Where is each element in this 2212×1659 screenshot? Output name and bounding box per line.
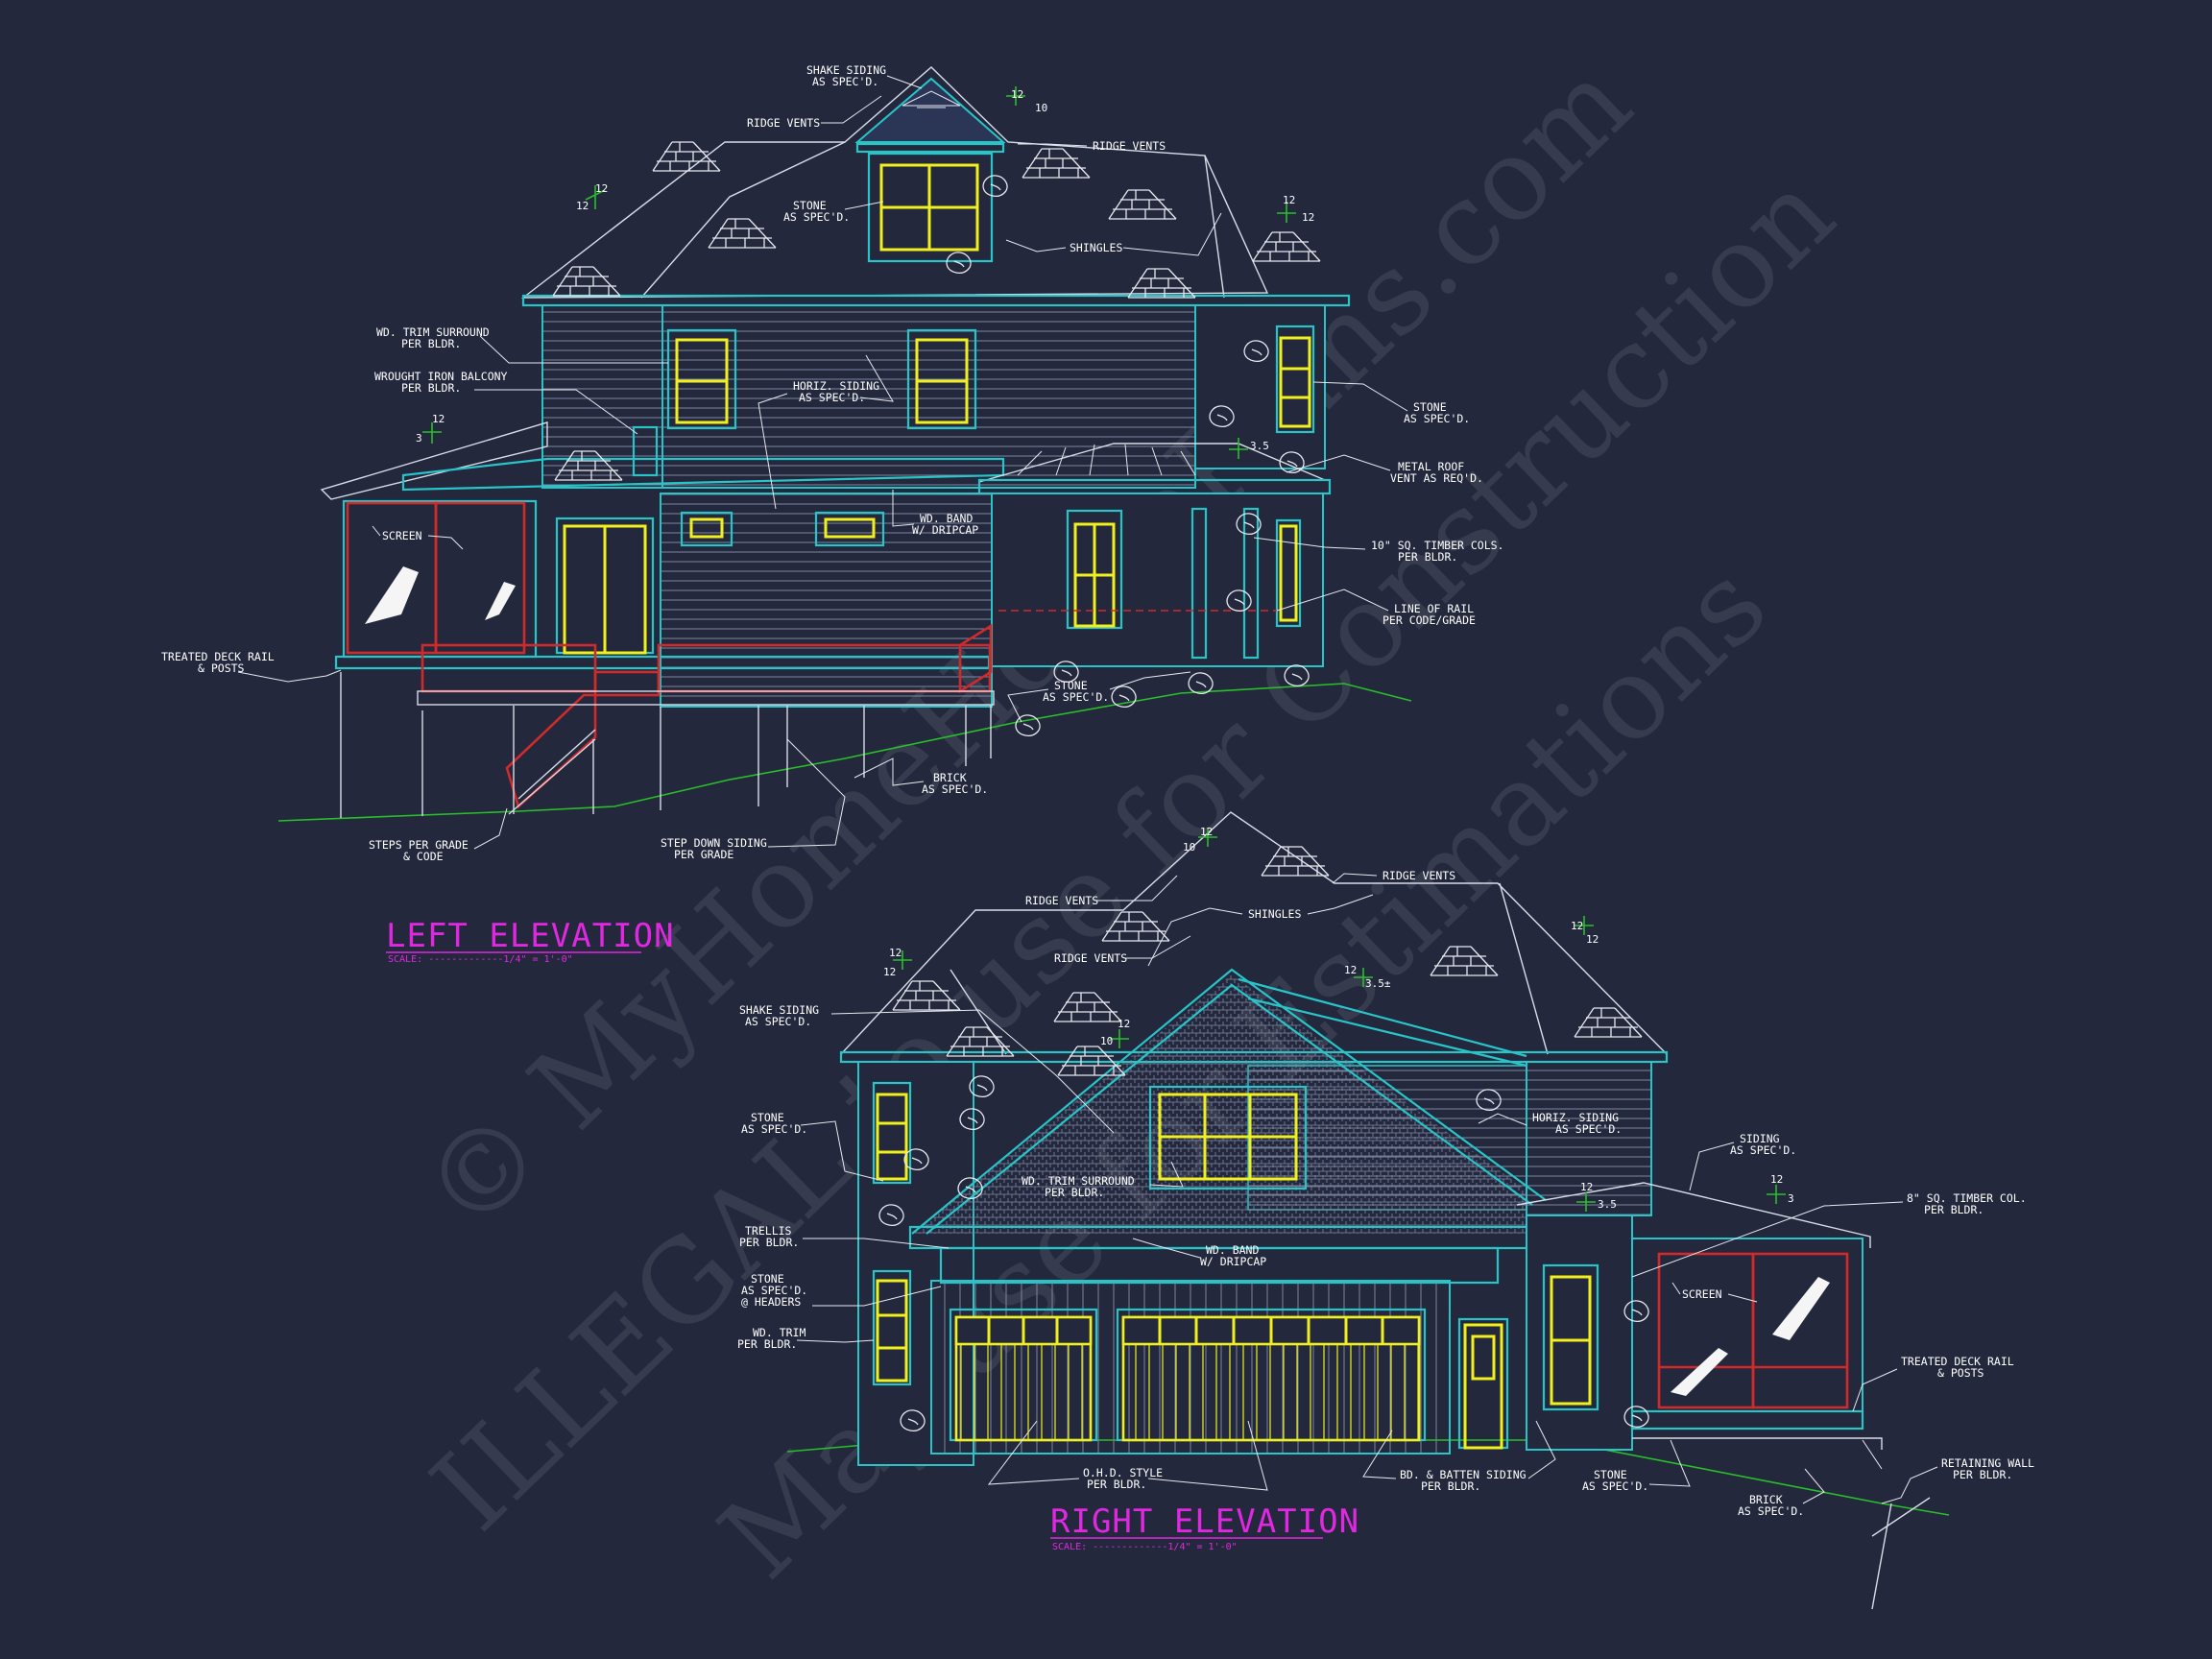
right-notes: RIDGE VENTS RIDGE VENTS RIDGE VENTS SHIN…	[737, 869, 2034, 1610]
svg-text:12: 12	[576, 200, 589, 212]
entry-door	[1463, 1323, 1503, 1450]
main-roof	[520, 66, 1269, 299]
note-shingles-right: SHINGLES	[1248, 907, 1301, 921]
svg-text:12: 12	[1586, 933, 1599, 946]
dormer-gable	[854, 77, 1006, 143]
note-shingles: SHINGLES	[1070, 241, 1122, 254]
svg-text:10" SQ. TIMBER COLS.PER BLDR.: 10" SQ. TIMBER COLS.PER BLDR.	[1371, 539, 1503, 564]
svg-text:12: 12	[1011, 88, 1023, 101]
svg-text:12: 12	[883, 966, 896, 978]
timber-column-1	[1190, 507, 1208, 660]
timber-column-2	[1242, 507, 1260, 660]
right-elevation-scale: SCALE: -------------1/4" = 1'-0"	[1052, 1542, 1238, 1552]
note-ridge-vents-r3: RIDGE VENTS	[1054, 951, 1127, 965]
left-elevation-title: LEFT ELEVATION	[386, 917, 675, 955]
svg-text:12: 12	[1571, 920, 1583, 932]
svg-text:12: 12	[1580, 1181, 1593, 1193]
left-elevation-scale: SCALE: -------------1/4" = 1'-0"	[388, 954, 573, 965]
window-tower	[1279, 336, 1311, 428]
note-ridge-vents-r2: RIDGE VENTS	[1382, 869, 1455, 882]
svg-text:12: 12	[1344, 964, 1357, 976]
svg-text:12: 12	[1200, 826, 1213, 838]
svg-text:10: 10	[1183, 841, 1195, 854]
note-screen: SCREEN	[382, 529, 422, 542]
svg-text:12: 12	[1770, 1173, 1783, 1186]
svg-text:3.5: 3.5	[1598, 1198, 1617, 1211]
svg-text:TREATED DECK RAIL& POSTS: TREATED DECK RAIL& POSTS	[161, 650, 275, 675]
right-elevation: 12 10 12 12 12 3.5± 12 12 12 10 12 3.5 1…	[737, 811, 2034, 1610]
svg-text:8" SQ. TIMBER COL.PER BLDR.: 8" SQ. TIMBER COL.PER BLDR.	[1907, 1191, 2027, 1216]
svg-text:3.5±: 3.5±	[1365, 977, 1391, 990]
svg-text:STEPS PER GRADE& CODE: STEPS PER GRADE& CODE	[369, 838, 469, 863]
svg-text:12: 12	[1283, 194, 1295, 206]
svg-text:12: 12	[595, 182, 608, 195]
svg-text:10: 10	[1035, 102, 1047, 114]
note-ridge-vents-1: RIDGE VENTS	[747, 116, 820, 130]
window-tower-upper	[876, 1093, 908, 1181]
svg-text:3: 3	[1788, 1192, 1794, 1205]
right-elevation-title: RIGHT ELEVATION	[1050, 1503, 1359, 1541]
svg-text:3.5: 3.5	[1250, 440, 1269, 452]
svg-text:TREATED DECK RAIL& POSTS: TREATED DECK RAIL& POSTS	[1901, 1355, 2014, 1380]
balcony	[632, 425, 659, 477]
grade-line	[277, 683, 1412, 822]
stair-rail	[505, 693, 597, 809]
window-tower-lower	[876, 1279, 908, 1382]
note-ridge-vents-2: RIDGE VENTS	[1093, 139, 1166, 153]
svg-text:12: 12	[889, 947, 902, 959]
svg-text:10: 10	[1100, 1035, 1113, 1047]
left-elevation: 12 12 12 10 12 12 12 3 3.5 SHAKE SIDINGA…	[161, 63, 1503, 965]
svg-text:12: 12	[432, 413, 445, 425]
porch-roof-left	[320, 421, 548, 500]
main-roof-right	[840, 811, 1668, 1055]
svg-text:3: 3	[416, 432, 422, 445]
note-screen-right: SCREEN	[1682, 1287, 1722, 1301]
note-ridge-vents-r1: RIDGE VENTS	[1025, 894, 1098, 907]
screen-panel-right-2	[1751, 1252, 1849, 1409]
porch-roof-right	[978, 443, 1326, 483]
screen-panel-2	[434, 501, 526, 655]
svg-text:12: 12	[1302, 211, 1314, 224]
screen-panel-1	[346, 501, 438, 655]
svg-text:12: 12	[1118, 1018, 1130, 1030]
